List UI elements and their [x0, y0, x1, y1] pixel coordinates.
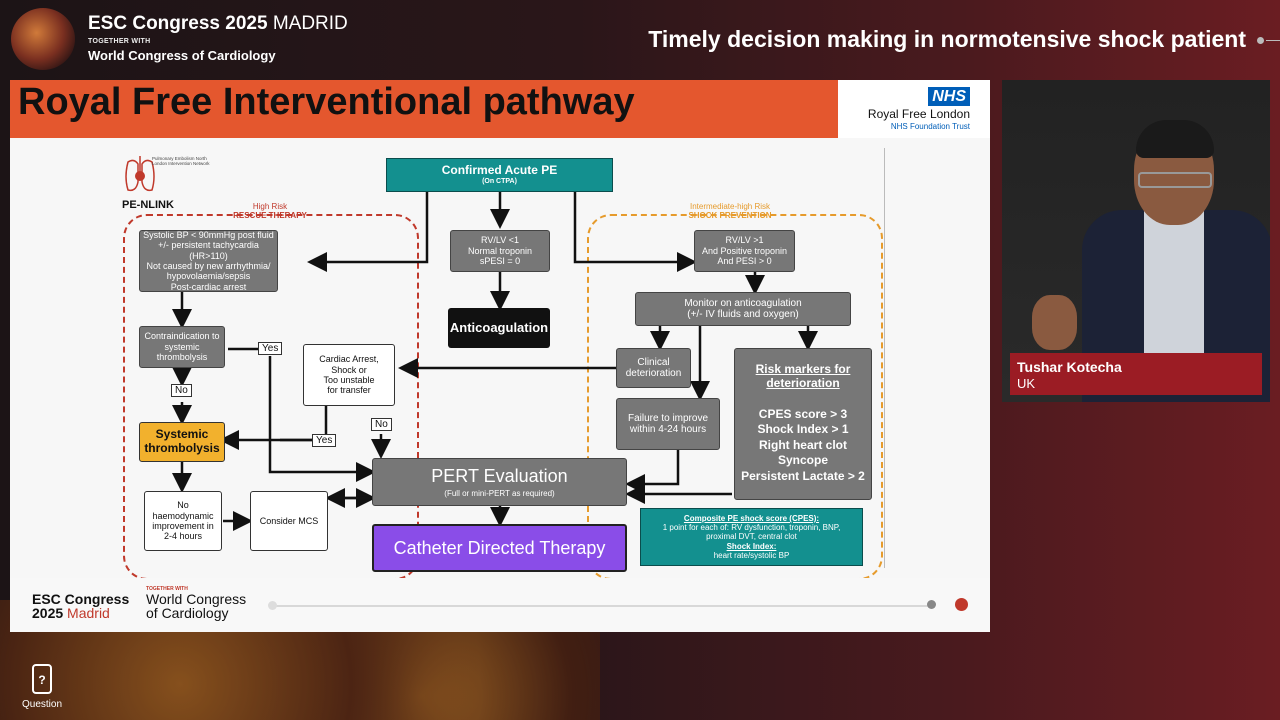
congress-title-bold: ESC Congress 2025: [88, 13, 268, 34]
question-button-label[interactable]: Question: [22, 699, 63, 710]
footer-esc-line2: 2025 Madrid: [32, 606, 129, 620]
rescue-therapy-text: RESCUE THERAPY: [233, 211, 307, 220]
header: ESC Congress 2025 MADRID TOGETHER WITH W…: [0, 0, 1280, 78]
session-dot-icon: [1257, 37, 1264, 44]
progress-start-dot: [268, 601, 277, 610]
shock-index-title: Shock Index:: [726, 541, 777, 551]
clinical-deterioration-box: Clinical deterioration: [616, 348, 691, 388]
footer-wcc-line1: World Congress: [146, 591, 247, 607]
speaker-shirt: [1144, 210, 1204, 360]
yes-label-1: Yes: [258, 342, 283, 355]
nhs-name: Royal Free London: [867, 107, 970, 121]
congress-city: MADRID: [272, 13, 348, 34]
footer-together-with: TOGETHER WITH: [146, 586, 188, 592]
shock-index-body: heart rate/systolic BP: [713, 550, 790, 560]
speaker-country: UK: [1017, 376, 1036, 391]
cardiac-arrest-box: Cardiac Arrest, Shock or Too unstable fo…: [303, 344, 395, 406]
speaker-hair: [1136, 120, 1214, 158]
footer-wcc-line2: of Cardiology: [146, 605, 229, 621]
cpes-title: Composite PE shock score (CPES):: [683, 514, 820, 524]
intermediate-criteria-box: RV/LV >1 And Positive troponin And PESI …: [694, 230, 795, 272]
pert-title: PERT Evaluation: [431, 465, 568, 486]
world-congress: World Congress of Cardiology: [88, 48, 276, 63]
risk-markers-list: CPES score > 3 Shock Index > 1 Right hea…: [741, 406, 865, 483]
presentation-slide: Royal Free Interventional pathway NHS Ro…: [10, 80, 990, 632]
confirmed-sub: (On CTPA): [482, 177, 517, 185]
intermediate-risk-label: Intermediate-high Risk SHOCK PREVENTION: [670, 202, 790, 220]
speaker-video: [1002, 80, 1270, 402]
pe-network-text: Pulmonary Embolism North London Interven…: [152, 156, 210, 167]
session-title: Timely decision making in normotensive s…: [648, 26, 1246, 52]
high-risk-label: High Risk RESCUE THERAPY: [210, 202, 330, 220]
consider-mcs-box: Consider MCS: [250, 491, 328, 551]
contraindication-box: Contraindication to systemic thrombolysi…: [139, 326, 225, 368]
no-label-1: No: [171, 384, 192, 397]
session-line: [1266, 40, 1280, 41]
cpes-body: 1 point for each of: RV dysfunction, tro…: [662, 523, 841, 542]
high-risk-criteria-box: Systolic BP < 90mmHg post fluid +/- pers…: [139, 230, 278, 292]
footer-esc-line1: ESC Congress: [32, 591, 130, 607]
together-with: TOGETHER WITH: [88, 38, 151, 45]
systemic-thrombolysis-box: Systemic thrombolysis: [139, 422, 225, 462]
nhs-logo-area: NHS Royal Free London NHS Foundation Tru…: [838, 80, 990, 138]
slide-title: Royal Free Interventional pathway: [18, 81, 635, 123]
risk-markers-title: Risk markers for deterioration: [755, 362, 851, 390]
divider-line: [884, 148, 885, 568]
speaker-hand: [1032, 295, 1077, 350]
low-risk-criteria-box: RV/LV <1 Normal troponin sPESI = 0: [450, 230, 550, 272]
congress-title: ESC Congress 2025 MADRID: [88, 13, 348, 35]
progress-dot: [927, 600, 936, 609]
footer-esc-year: 2025: [32, 605, 64, 621]
high-risk-text: High Risk: [252, 202, 288, 211]
speaker-name: Tushar Kotecha: [1017, 359, 1122, 375]
slide-footer: ESC Congress 2025 Madrid TOGETHER WITH W…: [10, 578, 990, 632]
intermediate-high-text: Intermediate-high Risk: [689, 202, 771, 211]
failure-improve-box: Failure to improve within 4-24 hours: [616, 398, 720, 450]
congress-logo: [11, 8, 75, 70]
slide-banner: Royal Free Interventional pathway: [10, 80, 838, 138]
risk-markers-box: Risk markers for deterioration CPES scor…: [734, 348, 872, 500]
nhs-trust: NHS Foundation Trust: [890, 122, 970, 131]
progress-current-dot: [955, 598, 968, 611]
confirmed-acute-pe-box: Confirmed Acute PE (On CTPA): [386, 158, 613, 192]
anticoagulation-box: Anticoagulation: [448, 308, 550, 348]
nhs-badge: NHS: [928, 87, 970, 106]
pathway-diagram: Pulmonary Embolism North London Interven…: [10, 138, 990, 580]
yes-label-2: Yes: [312, 434, 337, 447]
footer-esc: ESC Congress 2025 Madrid: [32, 592, 129, 620]
lungs-heart-icon: [125, 156, 155, 192]
no-label-2: No: [371, 418, 392, 431]
speaker-name-bar: [1010, 353, 1262, 395]
pe-nlink-name: PE-NLINK: [122, 199, 174, 211]
pert-sub: (Full or mini-PERT as required): [444, 489, 555, 499]
confirmed-title: Confirmed Acute PE: [441, 163, 558, 178]
no-improvement-box: No haemodynamic improvement in 2-4 hours: [144, 491, 222, 551]
speaker-glasses: [1138, 172, 1212, 188]
slide-progress-track: [272, 605, 932, 607]
pert-evaluation-box: PERT Evaluation (Full or mini-PERT as re…: [372, 458, 627, 506]
footer-wcc: World Congress of Cardiology: [146, 592, 246, 620]
cpes-info-box: Composite PE shock score (CPES): 1 point…: [640, 508, 863, 566]
monitor-box: Monitor on anticoagulation (+/- IV fluid…: [635, 292, 851, 326]
question-phone-icon[interactable]: ?: [32, 664, 52, 694]
shock-prevention-text: SHOCK PREVENTION: [688, 211, 772, 220]
flow-arrows: [172, 192, 818, 531]
catheter-therapy-box: Catheter Directed Therapy: [372, 524, 627, 572]
footer-esc-city: Madrid: [67, 605, 110, 621]
